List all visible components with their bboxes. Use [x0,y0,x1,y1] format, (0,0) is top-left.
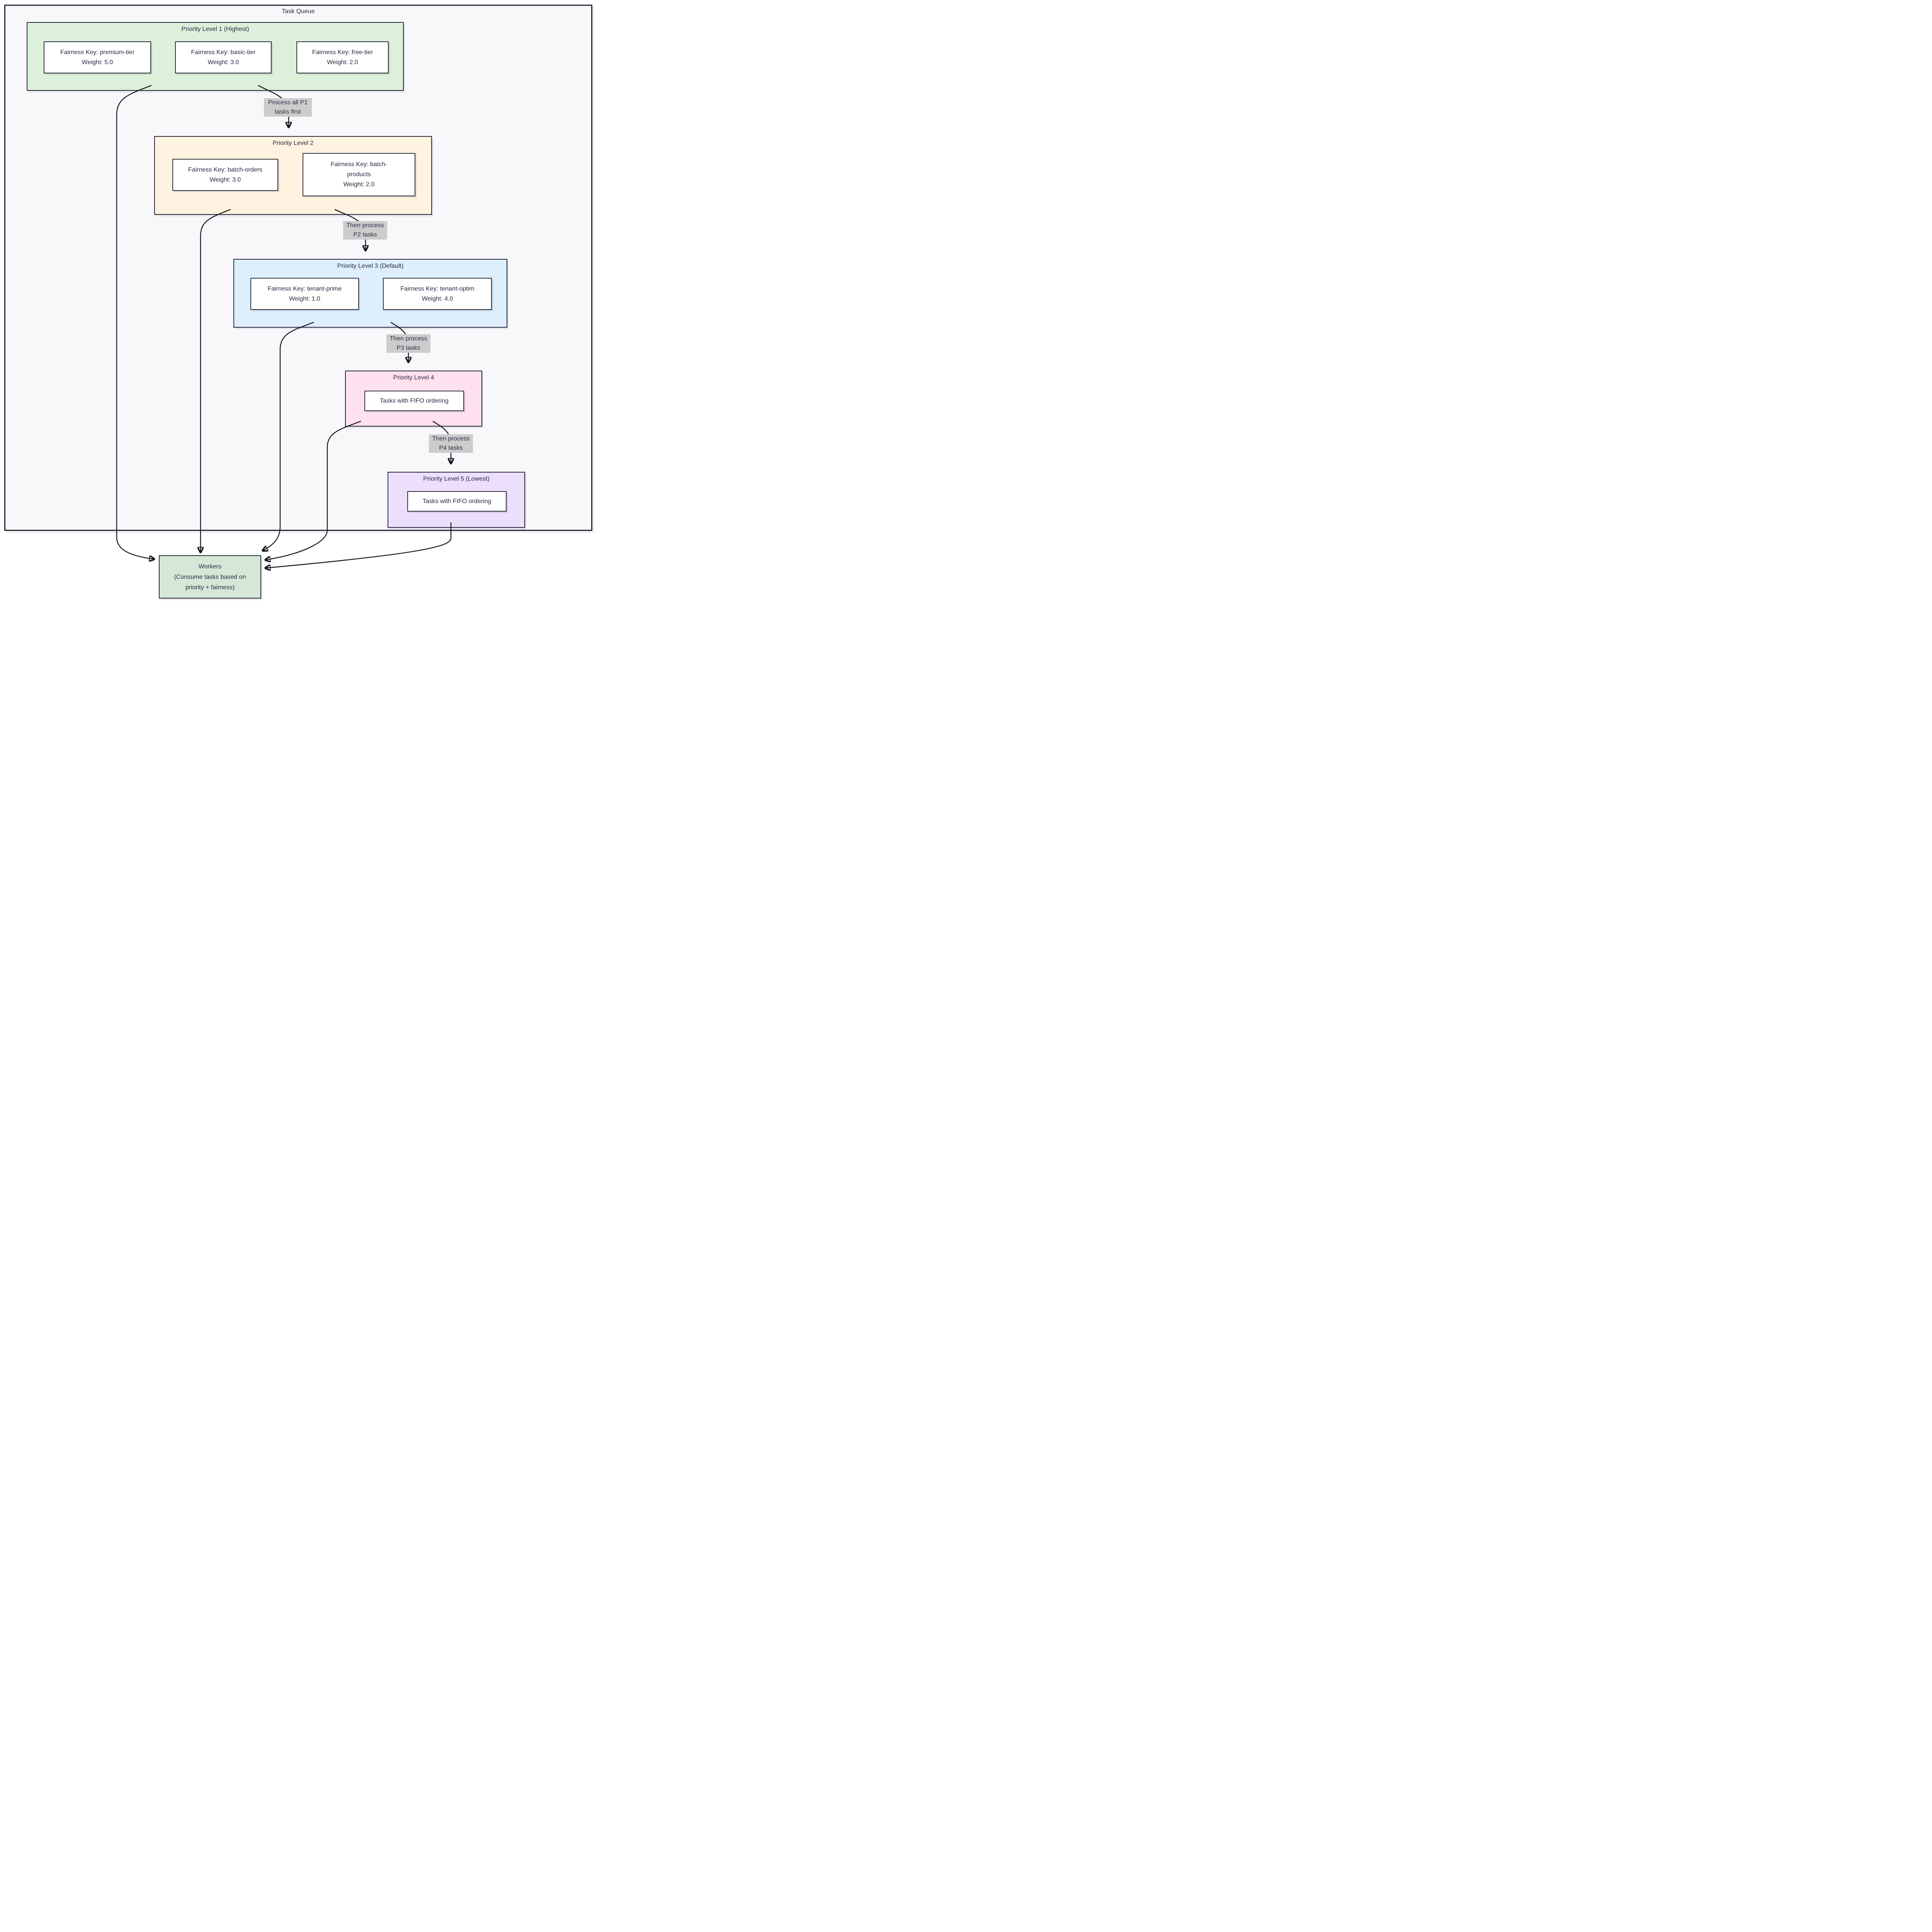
edge-label-line: Process all P1 [268,99,308,106]
node-line: Weight: 4.0 [422,295,453,302]
flowchart-canvas: Task Queue Priority Level 1 (Highest) Fa… [0,0,596,601]
node-line: Fairness Key: batch- [330,161,388,168]
edge-label-line: Then process [432,435,470,442]
node-batch-orders: Fairness Key: batch-orders Weight: 3.0 [172,159,278,191]
edge-label-line: P2 tasks [353,231,377,238]
node-free-tier: Fairness Key: free-tier Weight: 2.0 [296,41,389,73]
priority-level-5-title: Priority Level 5 (Lowest) [423,476,490,482]
edge-label-p3-p4: Then process P3 tasks [386,334,430,353]
node-line: Weight: 2.0 [327,59,358,66]
edge-label-p2-p3: Then process P2 tasks [343,221,387,240]
node-line: Weight: 5.0 [82,59,113,66]
edge-label-p1-p2: Process all P1 tasks first [264,98,312,117]
node-line: Weight: 3.0 [207,59,239,66]
priority-level-5-group: Priority Level 5 (Lowest) Tasks with FIF… [388,472,525,528]
node-premium-tier: Fairness Key: premium-tier Weight: 5.0 [44,41,151,73]
priority-level-2-group: Priority Level 2 Fairness Key: batch-ord… [154,136,432,215]
node-line: Fairness Key: tenant-optim [400,285,474,292]
node-line: Tasks with FIFO ordering [380,397,449,404]
node-line: Tasks with FIFO ordering [422,498,492,505]
edge-label-p4-p5: Then process P4 tasks [429,434,473,453]
priority-level-3-group: Priority Level 3 (Default) Fairness Key:… [233,259,507,328]
node-line: Fairness Key: premium-tier [60,49,135,56]
edge-label-line: Then process [389,335,427,342]
edge-label-line: P4 tasks [439,445,463,451]
node-line: Fairness Key: basic-tier [191,49,256,56]
node-line: Fairness Key: free-tier [312,49,373,56]
edge-label-line: P3 tasks [396,345,420,351]
priority-level-3-title: Priority Level 3 (Default) [337,263,404,269]
task-queue-title: Task Queue [282,8,315,15]
node-p4-fifo: Tasks with FIFO ordering [364,391,464,411]
edge-label-line: tasks first [275,109,301,115]
edge-label-line: Then process [346,222,384,229]
node-line: Workers [198,563,222,570]
node-line: products [347,171,371,178]
node-line: Fairness Key: batch-orders [188,166,263,173]
workers-node: Workers (Consume tasks based on priority… [159,555,261,599]
node-p5-fifo: Tasks with FIFO ordering [407,491,507,512]
priority-level-2-title: Priority Level 2 [272,140,314,146]
priority-level-1-title: Priority Level 1 (Highest) [181,26,249,32]
priority-level-4-group: Priority Level 4 Tasks with FIFO orderin… [345,371,482,427]
task-queue-container: Task Queue Priority Level 1 (Highest) Fa… [4,5,592,531]
node-line: Weight: 3.0 [209,176,241,183]
node-basic-tier: Fairness Key: basic-tier Weight: 3.0 [175,41,272,73]
node-line: Weight: 2.0 [343,181,375,188]
priority-level-1-group: Priority Level 1 (Highest) Fairness Key:… [27,22,404,91]
node-tenant-optim: Fairness Key: tenant-optim Weight: 4.0 [383,278,492,310]
node-tenant-prime: Fairness Key: tenant-prime Weight: 1.0 [250,278,359,310]
node-batch-products: Fairness Key: batch- products Weight: 2.… [303,153,415,196]
node-line: Fairness Key: tenant-prime [267,285,342,292]
node-line: Weight: 1.0 [289,295,320,302]
node-line: priority + fairness) [185,584,235,591]
node-line: (Consume tasks based on [174,573,246,580]
priority-level-4-title: Priority Level 4 [393,374,434,381]
